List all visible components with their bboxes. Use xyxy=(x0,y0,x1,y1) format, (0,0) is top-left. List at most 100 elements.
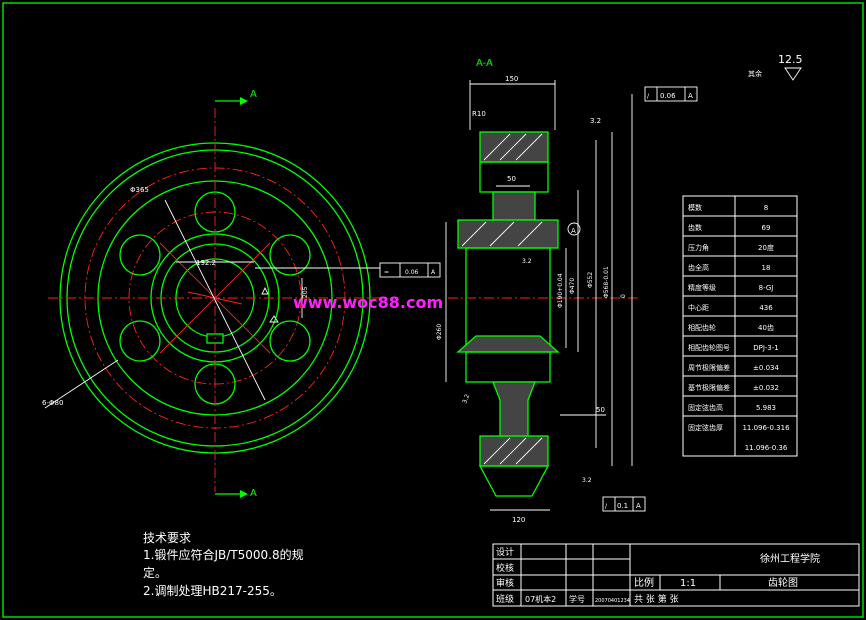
dia-190-label: Φ190+0.04 xyxy=(557,273,564,308)
param-value: 11.096-0.36 xyxy=(745,444,788,452)
radius-dim: R10 xyxy=(472,110,486,118)
roughness-top: 3.2 xyxy=(590,117,601,125)
runout-top-value: 0.06 xyxy=(660,92,676,100)
section-label-bottom: A xyxy=(250,488,257,499)
param-name: 精度等级 xyxy=(688,283,716,292)
param-value: ±0.032 xyxy=(753,384,779,392)
param-value: 8 xyxy=(764,204,768,212)
param-value: 20度 xyxy=(758,243,774,252)
runout-bottom-symbol: / xyxy=(605,503,608,510)
roughness-bottom: 3.2 xyxy=(582,477,592,484)
keyway-dim-label: 205 xyxy=(302,286,309,298)
param-value: 5.983 xyxy=(756,404,776,412)
roughness-mid: 3.2 xyxy=(522,258,532,265)
title-school: 徐州工程学院 xyxy=(760,552,820,565)
title-review: 审核 xyxy=(496,577,514,589)
datum-marker xyxy=(261,286,269,295)
hub-diameter-label: 192.2 xyxy=(196,259,216,267)
section-title: A-A xyxy=(476,58,493,69)
rim-bottom-hatched xyxy=(479,435,549,467)
runout-top-symbol: / xyxy=(647,93,650,100)
title-id-label: 学号 xyxy=(569,594,585,604)
param-name: 齿全高 xyxy=(688,263,709,272)
web-hole xyxy=(194,191,236,233)
title-class-value: 07机本2 xyxy=(525,594,556,604)
param-value: 69 xyxy=(762,224,771,232)
rim-top-hatched xyxy=(479,131,549,163)
param-name: 相配齿轮 xyxy=(688,323,716,332)
param-name: 模数 xyxy=(688,203,702,212)
tolerance-frame xyxy=(379,262,441,278)
title-design: 设计 xyxy=(496,546,514,558)
param-value: ±0.034 xyxy=(753,364,779,372)
roughness-prefix: 其余 xyxy=(748,69,762,78)
dia-552-label: Φ552 xyxy=(587,272,594,288)
section-arrow-head xyxy=(240,97,248,105)
runout-frame-bottom xyxy=(602,496,646,512)
hub-bottom-hatched xyxy=(456,335,560,353)
web-hole xyxy=(269,234,311,276)
title-id-value: 20070401234 xyxy=(595,598,630,604)
roughness-symbol xyxy=(784,67,802,81)
bottom-width-dim: 120 xyxy=(512,516,525,524)
title-check: 校核 xyxy=(496,562,514,574)
dia-470-label: Φ470 xyxy=(569,278,576,294)
tech-req-line-2: 定。 xyxy=(143,565,167,580)
param-value: 40齿 xyxy=(758,324,774,332)
tech-req-line-1: 1.锻件应符合JB/T5000.8的规 xyxy=(143,547,304,562)
roughness-global: 12.5 xyxy=(778,53,803,66)
param-name: 固定弦齿厚 xyxy=(688,423,723,432)
param-table-border xyxy=(682,195,798,457)
web-hole xyxy=(119,320,161,362)
roughness-side: 3.2 xyxy=(461,393,471,405)
web-dim: 50 xyxy=(507,175,516,183)
param-value: 8-GJ xyxy=(759,284,774,292)
title-drawing-name: 齿轮图 xyxy=(768,576,798,589)
runout-bottom-value: 0.1 xyxy=(617,502,628,510)
dia-260-label: Φ260 xyxy=(436,324,443,340)
runout-bottom-datum: A xyxy=(636,502,641,510)
parameter-table xyxy=(682,195,798,457)
param-name: 中心距 xyxy=(688,303,709,312)
hole-count-label: 6-Φ80 xyxy=(42,399,63,407)
width-dim: 150 xyxy=(505,75,518,83)
web-hole xyxy=(119,234,161,276)
tolerance-datum: A xyxy=(431,269,436,276)
param-name: 固定弦齿高 xyxy=(688,403,723,412)
param-value: DPJ-3-1 xyxy=(753,344,778,352)
hole-center-ray xyxy=(187,291,243,305)
front-view xyxy=(44,97,441,498)
outer-diameter-label: Φ365 xyxy=(130,186,149,194)
param-name: 压力角 xyxy=(688,243,709,252)
section-view xyxy=(445,67,802,512)
hub-top-hatched xyxy=(457,219,559,249)
rim-bottom-chamfer xyxy=(478,465,550,497)
param-name: 基节极限偏差 xyxy=(688,383,730,392)
param-value: 18 xyxy=(762,264,771,272)
section-arrow-head xyxy=(240,490,248,498)
diameter-leader xyxy=(164,199,266,401)
datum-marker xyxy=(269,315,279,323)
tolerance-symbol: = xyxy=(384,269,389,276)
title-scale-value: 1:1 xyxy=(680,578,696,589)
hole-leader xyxy=(44,359,119,409)
title-sheets: 共 张 第 张 xyxy=(634,593,679,605)
depth-dim: 50 xyxy=(596,406,605,414)
param-name: 周节极限偏差 xyxy=(688,363,730,372)
datum-letter: A xyxy=(571,227,576,235)
param-name: 齿数 xyxy=(688,223,702,232)
section-label-top: A xyxy=(250,89,257,100)
tolerance-value: 0.06 xyxy=(405,269,419,276)
dia-568-label: Φ568-0.01 xyxy=(603,266,610,298)
datum-circle xyxy=(567,222,581,236)
hatching xyxy=(461,133,543,465)
tech-req-line-3: 2.调制处理HB217-255。 xyxy=(143,584,282,598)
section-zero-label: 0 xyxy=(620,294,627,298)
web-top-hatched xyxy=(492,191,536,221)
param-value: 436 xyxy=(759,304,773,312)
runout-top-datum: A xyxy=(688,92,693,100)
